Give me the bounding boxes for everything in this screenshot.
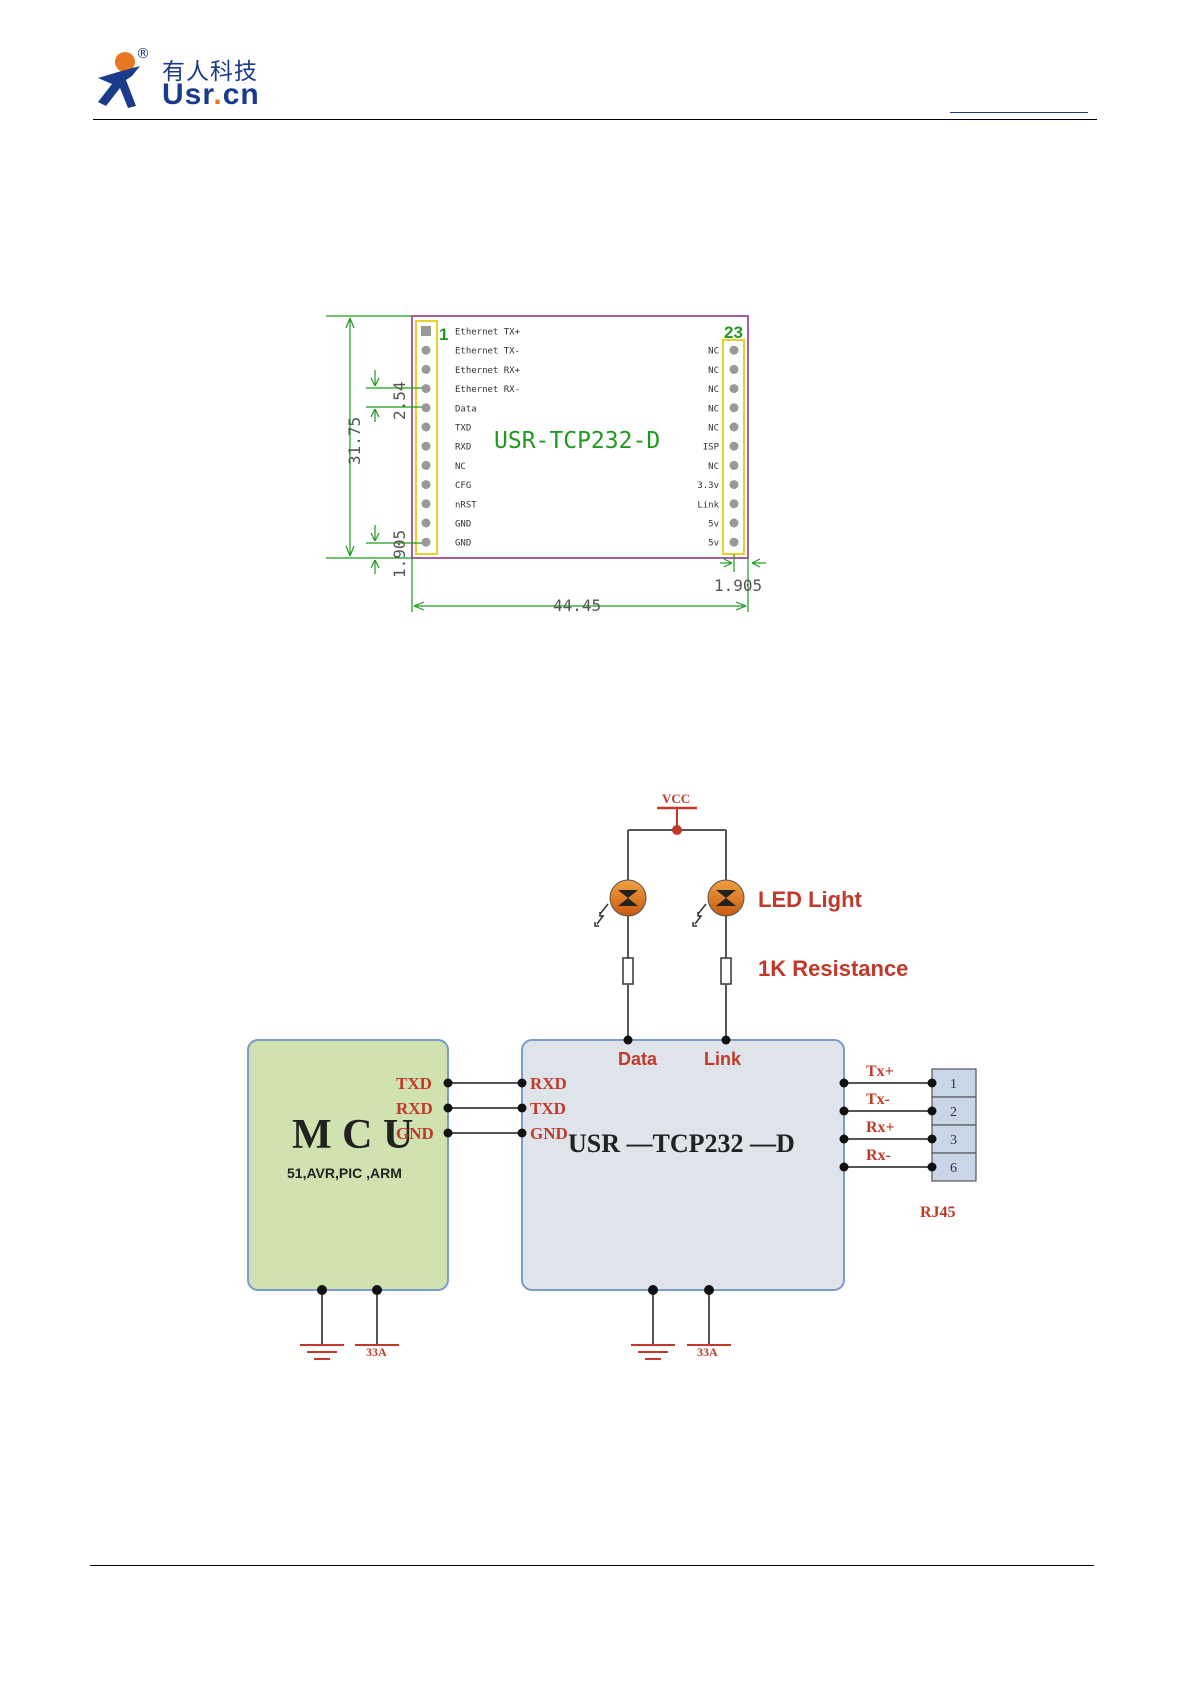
module-block-title: USR —TCP232 —D: [568, 1129, 795, 1158]
right-pin-label: 5v: [708, 520, 719, 530]
mcu-block: [247, 1039, 449, 1291]
left-pin-label: Data: [455, 404, 477, 414]
left-pin-label: TXD: [455, 424, 471, 434]
eth-label-txn: Tx-: [866, 1091, 890, 1108]
left-pin-label: Ethernet TX-: [455, 347, 520, 357]
resistor-link: [720, 957, 732, 985]
module-pin-gnd: GND: [530, 1124, 568, 1143]
logo-en-prefix: Usr: [162, 78, 214, 111]
logo-english-text: Usr.cn: [162, 78, 260, 112]
right-pin-pad: [729, 480, 739, 490]
resistor-label: 1K Resistance: [758, 956, 908, 981]
vcc-label: VCC: [662, 791, 690, 806]
right-pin-label: ISP: [703, 443, 720, 453]
rj45-pin-3: 3: [950, 1133, 957, 1148]
header-rule: [93, 119, 1097, 120]
left-pin-pad: [421, 403, 431, 413]
resistor-data: [622, 957, 634, 985]
link-pin-label: Link: [704, 1049, 742, 1069]
left-pin-label: CFG: [455, 481, 471, 491]
eth-label-rxp: Rx+: [866, 1119, 895, 1136]
right-pin-label: 5v: [708, 539, 719, 549]
left-pin-label: GND: [455, 539, 471, 549]
mcu-subtitle: 51,AVR,PIC ,ARM: [287, 1165, 402, 1181]
left-pin-column-highlight: [415, 320, 438, 555]
left-pin-label: Ethernet RX+: [455, 366, 521, 376]
dim-edge-right-label: 1.905: [714, 576, 762, 595]
right-pin-label: NC: [708, 385, 719, 395]
right-pin-pad: [729, 460, 739, 470]
left-pin-label: RXD: [455, 443, 471, 453]
power-label-module: 33A: [697, 1345, 718, 1359]
power-label-mcu: 33A: [366, 1345, 387, 1359]
left-pin-label: Ethernet TX+: [455, 328, 521, 338]
led-light-label: LED Light: [758, 887, 863, 912]
right-pin-label: NC: [708, 404, 719, 414]
mcu-pin-gnd: GND: [396, 1124, 434, 1143]
left-pin-pad: [421, 345, 431, 355]
mcu-title: M C U: [292, 1112, 413, 1158]
rj45-label: RJ45: [920, 1204, 956, 1221]
logo-en-dot: .: [213, 78, 223, 111]
left-pin-pad: [421, 364, 431, 374]
data-pin-label: Data: [618, 1049, 658, 1069]
dim-edge-left-label: 1.905: [390, 530, 409, 578]
eth-label-rxn: Rx-: [866, 1147, 891, 1164]
rj45-pin-1: 1: [950, 1077, 957, 1092]
left-pin-pad: [421, 537, 431, 547]
right-pin-label: 3.3v: [697, 481, 719, 491]
rj45-pin-2: 2: [950, 1105, 957, 1120]
right-pin-pad: [729, 384, 739, 394]
right-pin-label: NC: [708, 462, 719, 472]
dim-pitch-label: 2.54: [390, 381, 409, 420]
eth-label-txp: Tx+: [866, 1063, 894, 1080]
left-pin-label: NC: [455, 462, 466, 472]
dim-width-label: 44.45: [553, 596, 601, 615]
right-pin-label: NC: [708, 424, 719, 434]
module-block: [521, 1039, 845, 1291]
right-pin-pad: [729, 364, 739, 374]
right-pin-pad: [729, 537, 739, 547]
left-pin-pad: [421, 384, 431, 394]
footer-rule: [90, 1565, 1094, 1566]
pin23-label: 23: [724, 323, 743, 342]
module-pin-rxd: RXD: [530, 1074, 567, 1093]
left-pin-pad: [421, 499, 431, 509]
left-pin-pad: [421, 326, 431, 336]
right-pin-pad: [729, 422, 739, 432]
module-board-outline: [411, 315, 749, 559]
right-pin-pad: [729, 499, 739, 509]
pin1-label: 1: [439, 325, 448, 344]
rj45-pin-6: 6: [950, 1161, 957, 1176]
left-pin-pad: [421, 422, 431, 432]
left-pin-label: nRST: [455, 500, 477, 510]
header-link-underline: [950, 112, 1088, 113]
right-pin-label: Link: [697, 500, 719, 510]
mcu-pin-txd: TXD: [396, 1074, 432, 1093]
left-pin-pad: [421, 480, 431, 490]
led-data: [594, 879, 647, 927]
led-link: [692, 879, 745, 927]
left-pin-pad: [421, 441, 431, 451]
right-pin-label: NC: [708, 347, 719, 357]
dim-height-label: 31.75: [345, 417, 364, 465]
right-pin-pad: [729, 345, 739, 355]
left-pin-label: Ethernet RX-: [455, 385, 520, 395]
mcu-pin-rxd: RXD: [396, 1099, 433, 1118]
module-title: USR-TCP232-D: [494, 428, 660, 454]
logo-en-suffix: cn: [222, 78, 260, 111]
right-pin-pad: [729, 441, 739, 451]
right-pin-pad: [729, 518, 739, 528]
left-pin-pad: [421, 460, 431, 470]
left-pin-pad: [421, 518, 431, 528]
module-pin-txd: TXD: [530, 1099, 566, 1118]
logo-chinese-text: 有人科技: [162, 59, 258, 85]
right-pin-pad: [729, 403, 739, 413]
left-pin-label: GND: [455, 520, 471, 530]
right-pin-label: NC: [708, 366, 719, 376]
